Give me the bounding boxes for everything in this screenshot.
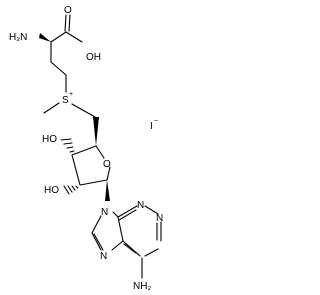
- adenine-ring: [91, 205, 162, 279]
- sulfonium-charge-label: +: [69, 91, 73, 98]
- amine-wedge-bond: [39, 33, 51, 42]
- molecule-drawing: H₂N OH O S + HO HO O N N N N NH₂ I −: [9, 5, 163, 292]
- c3-hash-bond: [60, 138, 75, 153]
- iodide-label: I: [150, 121, 153, 132]
- iodide-charge-label: −: [154, 118, 158, 125]
- amino-label: NH₂: [133, 281, 151, 292]
- n3-label: N: [137, 200, 144, 211]
- amine-label: H₂N: [9, 32, 27, 43]
- ribose-ring: [60, 117, 111, 201]
- lower-hydroxyl-label: HO: [44, 185, 59, 196]
- amino-acid-chain: [39, 14, 96, 118]
- sulfonium-label: S: [62, 95, 69, 106]
- n9-label: N: [101, 207, 108, 218]
- acid-hydroxyl-label: OH: [86, 52, 101, 63]
- carbonyl-oxygen-label: O: [64, 5, 72, 16]
- n9-wedge-bond: [105, 180, 110, 201]
- n7-label: N: [100, 251, 107, 262]
- n1-label: N: [156, 213, 163, 224]
- ring-oxygen-label: O: [103, 159, 111, 170]
- c5-wedge-bond: [93, 117, 99, 146]
- upper-hydroxyl-label: HO: [42, 134, 57, 145]
- c2-hash-bond: [63, 185, 79, 195]
